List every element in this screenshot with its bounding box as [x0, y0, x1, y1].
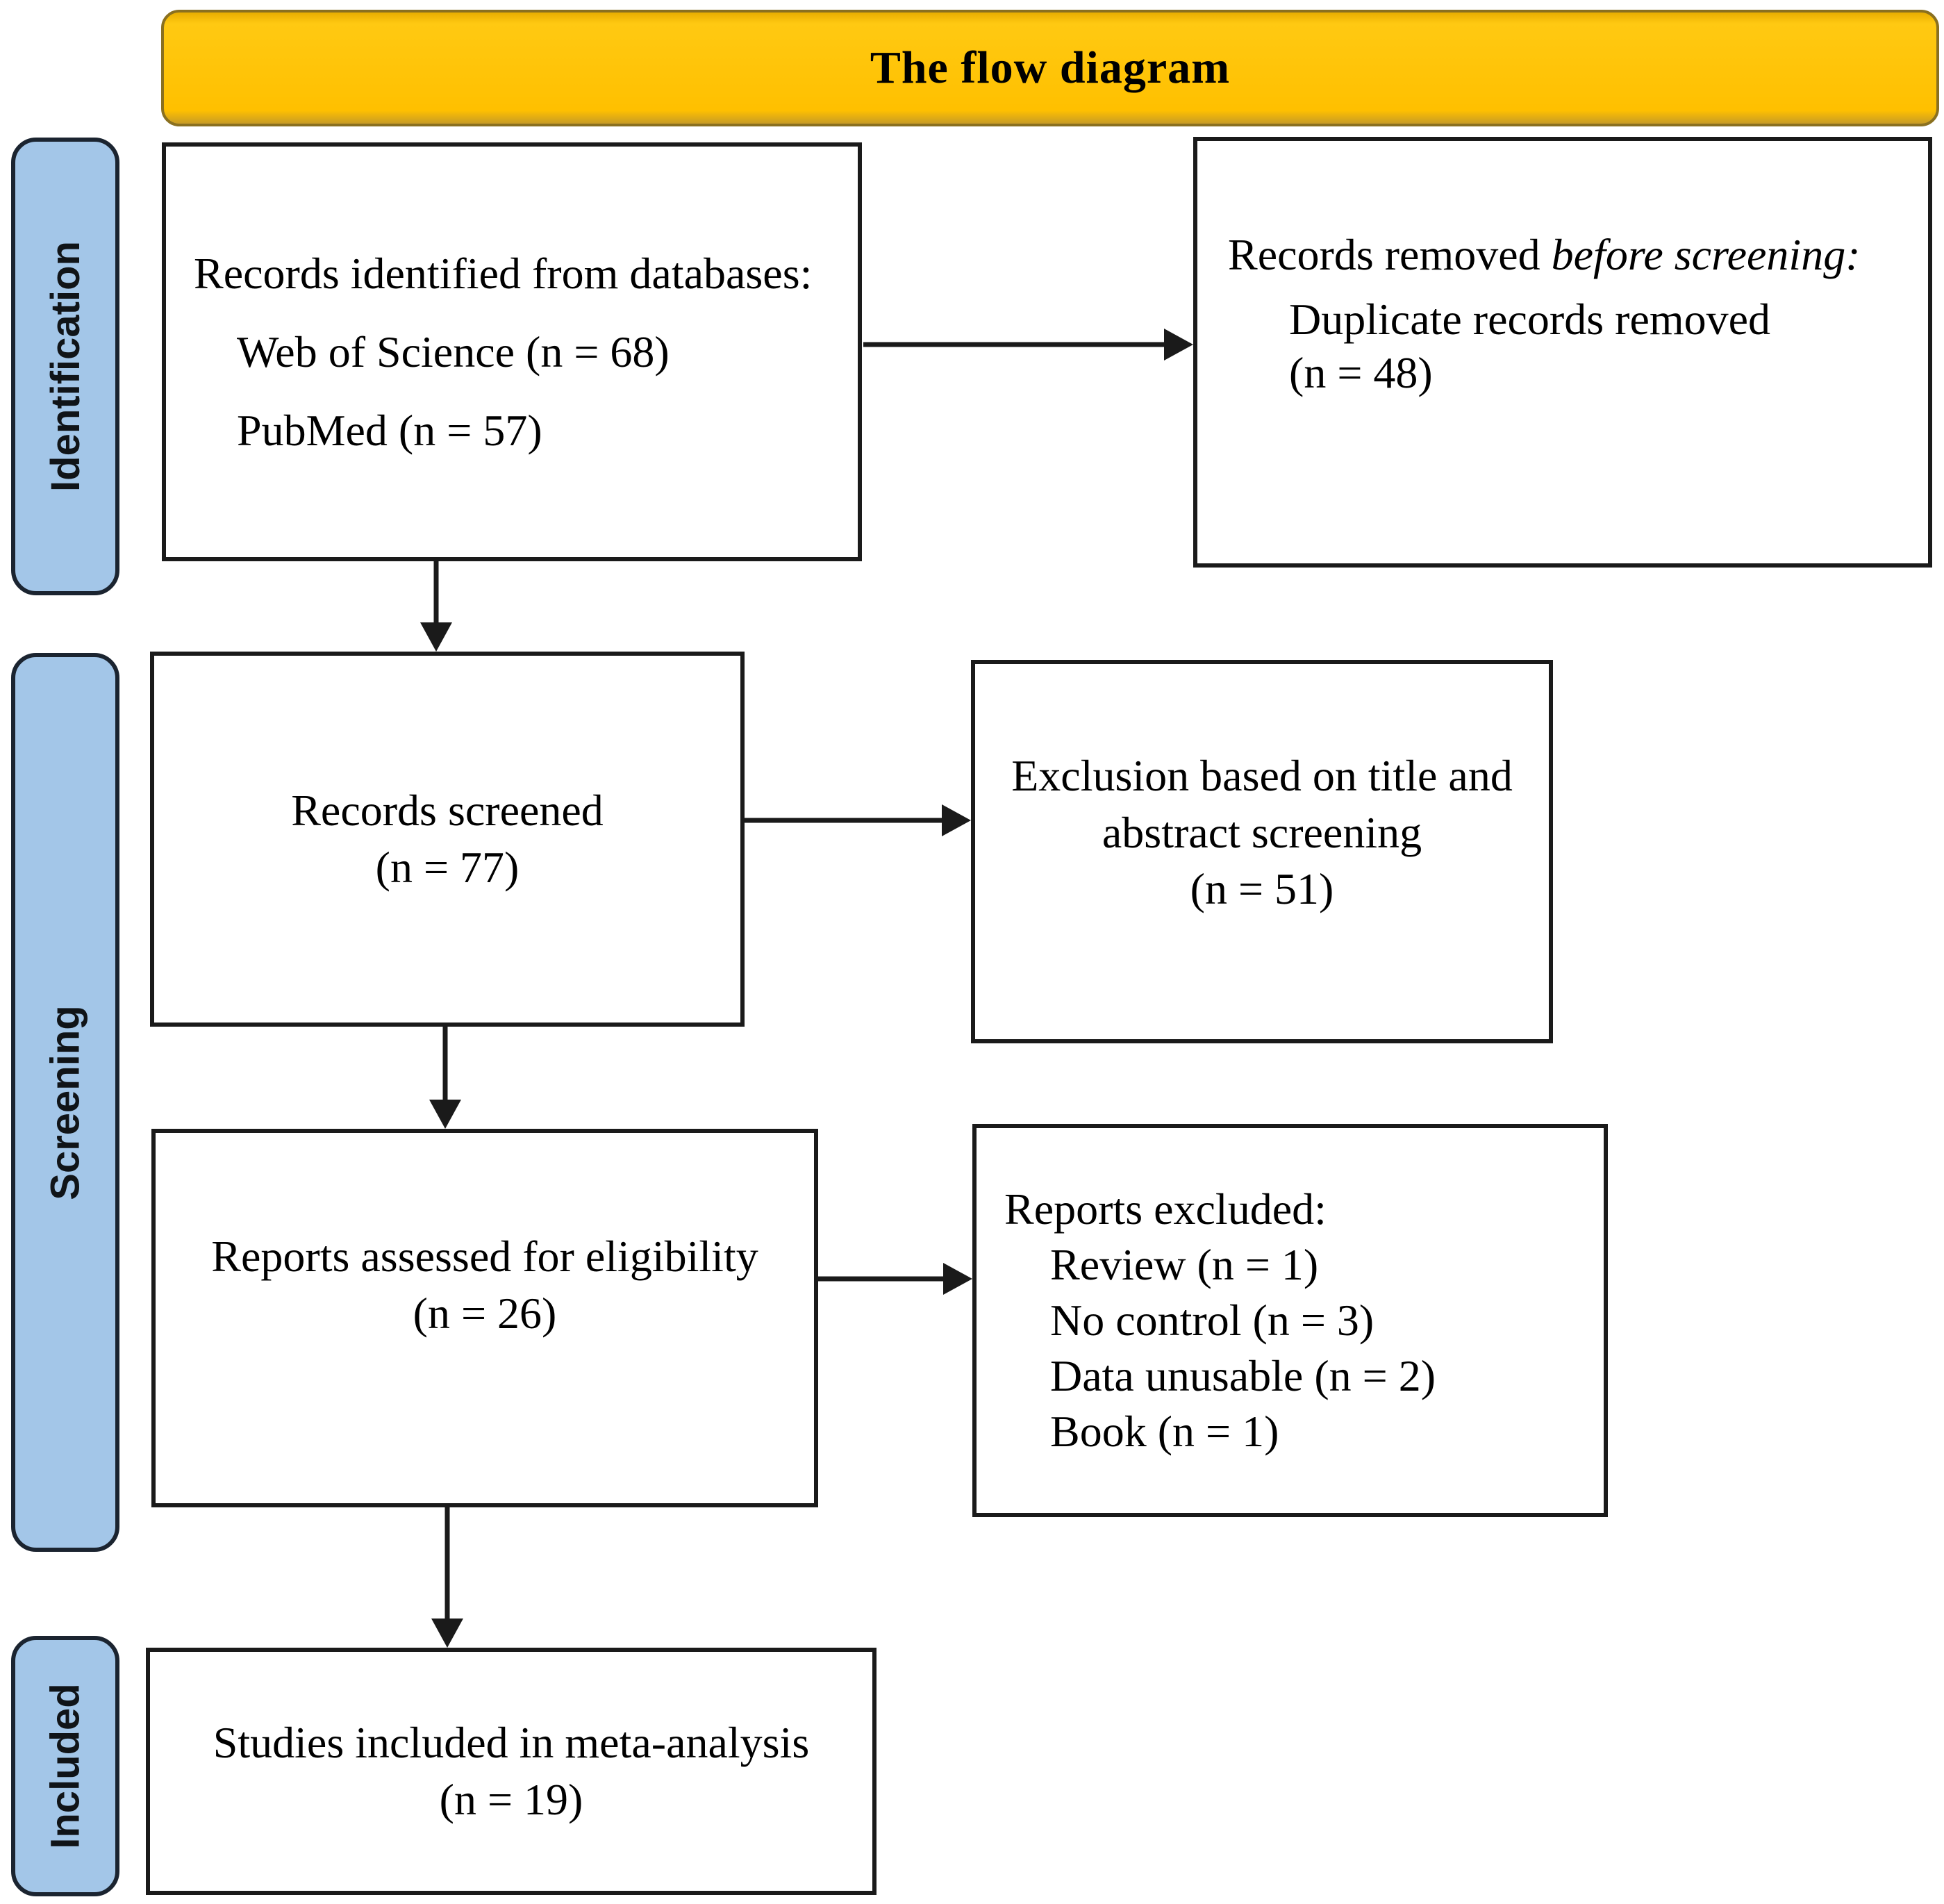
studies-included-count: (n = 19) [439, 1775, 583, 1824]
box-records-removed: Records removed before screening: Duplic… [1193, 137, 1932, 568]
box-reports-excluded: Reports excluded: Review (n = 1) No cont… [972, 1124, 1608, 1517]
reports-excluded-header: Reports excluded: [1004, 1184, 1327, 1234]
exclusion-count: (n = 51) [1190, 864, 1334, 914]
box-exclusion-title-abstract: Exclusion based on title and abstract sc… [971, 660, 1553, 1043]
records-removed-item-count: (n = 48) [1289, 348, 1433, 398]
diagram-title-bar: The flow diagram [161, 10, 1939, 126]
arrow-identified-to-screened [420, 561, 452, 652]
reports-excluded-item-review: Review (n = 1) [1050, 1240, 1319, 1289]
arrow-shaft [445, 1507, 450, 1621]
exclusion-line-2: abstract screening [1102, 807, 1422, 857]
arrowhead-down-icon [431, 1619, 463, 1648]
records-identified-item-web-of-science: Web of Science (n = 68) [237, 327, 670, 377]
arrowhead-right-icon [1164, 329, 1193, 361]
box-studies-included: Studies included in meta-analysis (n = 1… [146, 1648, 877, 1895]
arrow-screened-to-exclusion [745, 804, 971, 836]
reports-excluded-item-data-unusable: Data unusable (n = 2) [1050, 1351, 1436, 1400]
arrow-shaft [745, 818, 945, 823]
arrow-assessed-to-excluded [818, 1263, 972, 1295]
stage-label-screening: Screening [42, 1004, 88, 1200]
arrow-shaft [863, 342, 1167, 347]
box-reports-assessed: Reports assessed for eligibility (n = 26… [151, 1129, 818, 1507]
stage-label-identification: Identification [42, 241, 88, 492]
records-identified-item-pubmed: PubMed (n = 57) [237, 405, 542, 455]
arrow-shaft [818, 1276, 946, 1282]
records-identified-header: Records identified from databases: [194, 249, 813, 299]
arrow-assessed-to-included [431, 1507, 463, 1648]
records-removed-header: Records removed before screening: [1197, 228, 1928, 282]
reports-assessed-line: Reports assessed for eligibility [211, 1232, 758, 1282]
reports-assessed-count: (n = 26) [413, 1289, 557, 1338]
records-screened-line: Records screened [291, 786, 604, 836]
records-removed-header-plain: Records removed [1228, 230, 1552, 280]
stage-tab-screening: Screening [11, 653, 119, 1552]
arrowhead-down-icon [429, 1100, 461, 1129]
arrowhead-right-icon [942, 804, 971, 836]
box-records-identified: Records identified from databases: Web o… [162, 142, 862, 561]
arrow-identified-to-removed [863, 329, 1193, 361]
records-removed-item-duplicates: Duplicate records removed [1289, 295, 1771, 345]
stage-tab-included: Included [11, 1636, 119, 1896]
arrowhead-right-icon [943, 1263, 972, 1295]
studies-included-line: Studies included in meta-analysis [213, 1718, 810, 1768]
arrow-screened-to-assessed [429, 1027, 461, 1129]
stage-tab-identification: Identification [11, 138, 119, 595]
records-removed-header-italic: before screening: [1551, 230, 1861, 280]
exclusion-line-1: Exclusion based on title and [1011, 750, 1513, 800]
stage-label-included: Included [42, 1683, 88, 1849]
box-records-screened: Records screened (n = 77) [150, 652, 745, 1027]
diagram-title: The flow diagram [870, 42, 1231, 93]
arrowhead-down-icon [420, 622, 452, 652]
records-screened-count: (n = 77) [375, 843, 520, 892]
arrow-shaft [433, 561, 439, 625]
reports-excluded-item-no-control: No control (n = 3) [1050, 1295, 1374, 1345]
reports-excluded-item-book: Book (n = 1) [1050, 1407, 1279, 1456]
arrow-shaft [442, 1027, 448, 1102]
